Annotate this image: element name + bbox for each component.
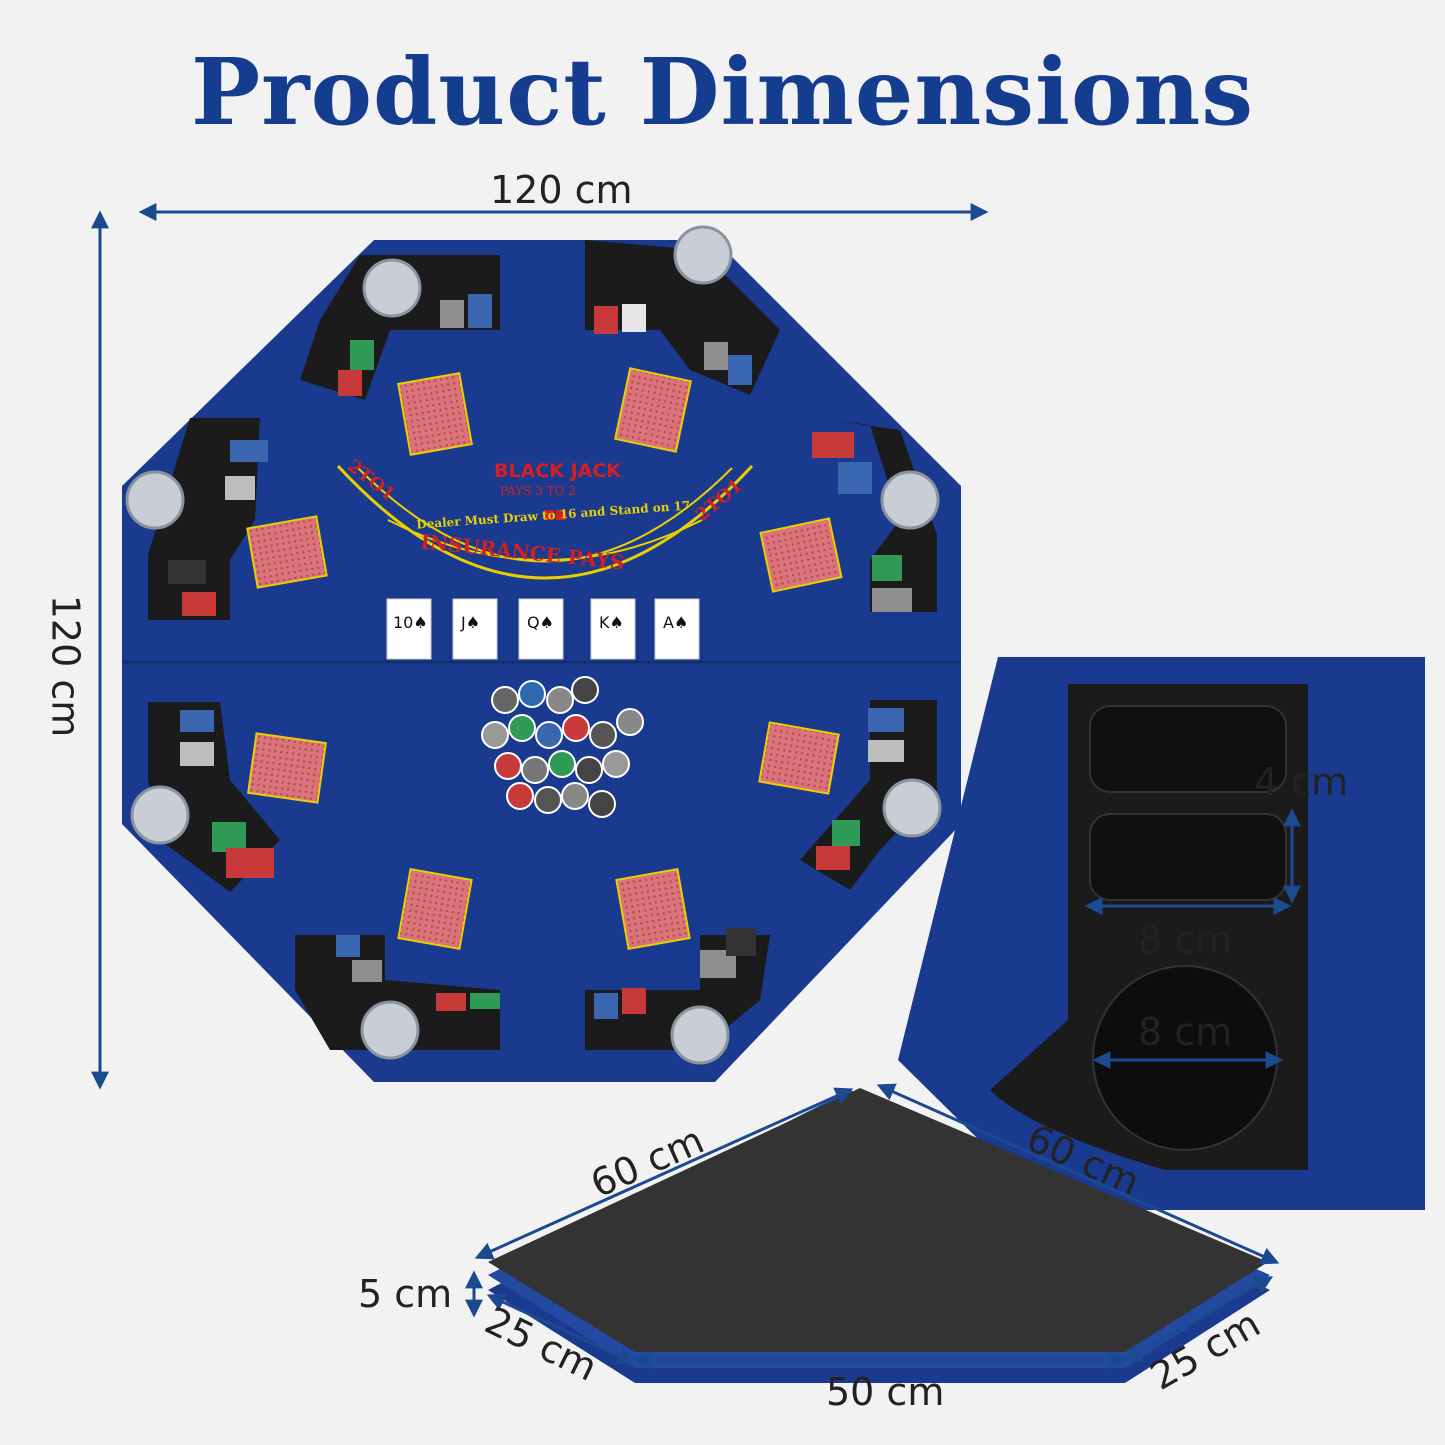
table-game-label: BLACK JACK xyxy=(494,460,622,482)
folded-thickness-label: 5 cm xyxy=(358,1272,453,1316)
community-card-4: K♠ xyxy=(599,613,624,632)
community-card-2: J♠ xyxy=(461,613,481,632)
tray-width-label: 8 cm xyxy=(1138,918,1233,962)
tray-slot-upper xyxy=(1089,705,1287,793)
community-card-3: Q♠ xyxy=(527,613,554,632)
width-label: 120 cm xyxy=(490,168,633,212)
cup-diameter-label: 8 cm xyxy=(1138,1010,1233,1054)
cup-holders xyxy=(125,225,942,1065)
face-down-cards xyxy=(246,367,843,951)
chip-stacks xyxy=(168,294,912,1019)
height-label: 120 cm xyxy=(43,594,88,738)
folded-side-left-arrow xyxy=(474,1087,854,1260)
tray-slot-lower xyxy=(1089,813,1287,901)
community-card-1: 10♠ xyxy=(393,613,428,632)
community-card-5: A♠ xyxy=(663,613,689,632)
folded-edge-right-arrow xyxy=(1122,1276,1274,1362)
community-cards xyxy=(386,598,700,660)
cup-holder-detail xyxy=(1092,965,1278,1151)
folded-edge-bottom-label: 50 cm xyxy=(826,1370,945,1414)
tray-depth-label: 4 cm xyxy=(1254,760,1349,804)
folded-edge-left-arrow xyxy=(486,1293,636,1365)
folded-side-right-arrow xyxy=(876,1083,1280,1265)
center-chip-pile xyxy=(481,676,644,818)
table-payout-label: PAYS 3 TO 2 xyxy=(500,484,576,498)
page-title: Product Dimensions xyxy=(190,38,1255,146)
